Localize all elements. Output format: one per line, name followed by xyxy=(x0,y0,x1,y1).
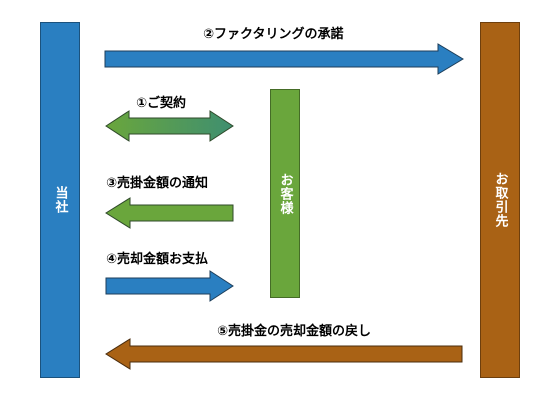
partner-bar: お取引先 xyxy=(480,22,520,378)
step4-arrow xyxy=(105,270,234,302)
step5-label: ⑤売掛金の売却金額の戻し xyxy=(217,324,372,339)
step1-double-arrow xyxy=(105,110,234,142)
partner-label: お取引先 xyxy=(492,172,508,228)
step2-label: ②ファクタリングの承諾 xyxy=(203,27,344,42)
step3-arrow xyxy=(105,197,234,229)
customer-label: お客様 xyxy=(277,172,293,215)
customer-bar: お客様 xyxy=(270,89,300,298)
step2-arrow xyxy=(104,43,464,75)
company-bar: 当社 xyxy=(40,22,80,378)
step5-arrow xyxy=(105,338,463,370)
step3-label: ③売掛金額の通知 xyxy=(106,176,209,191)
step4-label: ④売却金額お支払 xyxy=(106,252,209,267)
company-label: 当社 xyxy=(52,186,68,214)
step1-label: ①ご契約 xyxy=(136,96,187,111)
